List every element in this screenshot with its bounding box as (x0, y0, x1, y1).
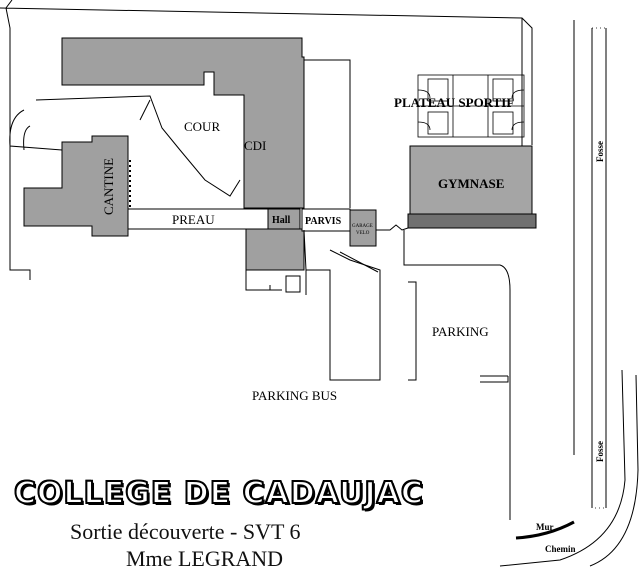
label-chemin: Chemin (545, 544, 576, 554)
label-cantine: CANTINE (101, 158, 116, 215)
school-title: COLLEGE DE CADAUJAC (13, 475, 424, 512)
plateau-sportif (417, 74, 525, 138)
gymnase-base (407, 213, 537, 229)
east-road-edge (573, 20, 593, 508)
mur-line (515, 520, 575, 540)
building-main (61, 37, 305, 209)
site-boundary-left (9, 28, 31, 280)
label-parking-bus: PARKING BUS (252, 388, 337, 403)
building-garage-velo (349, 209, 377, 247)
label-hall: Hall (272, 215, 291, 226)
label-cdi: CDI (244, 138, 266, 153)
path-parking-bus (305, 251, 379, 295)
label-parvis: PARVIS (305, 216, 342, 227)
path-west-front (303, 59, 381, 381)
label-preau: PREAU (172, 212, 215, 227)
fosse-strip (591, 27, 607, 509)
building-cantine (23, 135, 129, 237)
label-plateau: PLATEAU SPORTIF (394, 95, 514, 110)
path-parking (408, 281, 509, 383)
building-south (245, 228, 305, 271)
cour-outline (35, 95, 241, 197)
label-mur: Mur (536, 522, 554, 532)
label-cour: COUR (184, 119, 220, 134)
label-garage: GARAGE (352, 224, 373, 229)
label-velo: VELO (356, 231, 370, 236)
label-fosse-top: Fosse (595, 141, 605, 162)
label-parking: PARKING (432, 324, 489, 339)
teacher-name: Mme LEGRAND (126, 546, 284, 571)
chemin-curve-inner (589, 374, 639, 567)
cour-walk (9, 109, 63, 151)
outing-subtitle: Sortie découverte - SVT 6 (70, 519, 301, 544)
label-fosse-bottom: Fosse (595, 441, 605, 462)
label-gymnase: GYMNASE (438, 176, 504, 191)
chemin-curve (499, 369, 626, 567)
building-gymnase (409, 145, 533, 215)
south-annex (245, 270, 301, 293)
path-to-gym (376, 224, 511, 520)
